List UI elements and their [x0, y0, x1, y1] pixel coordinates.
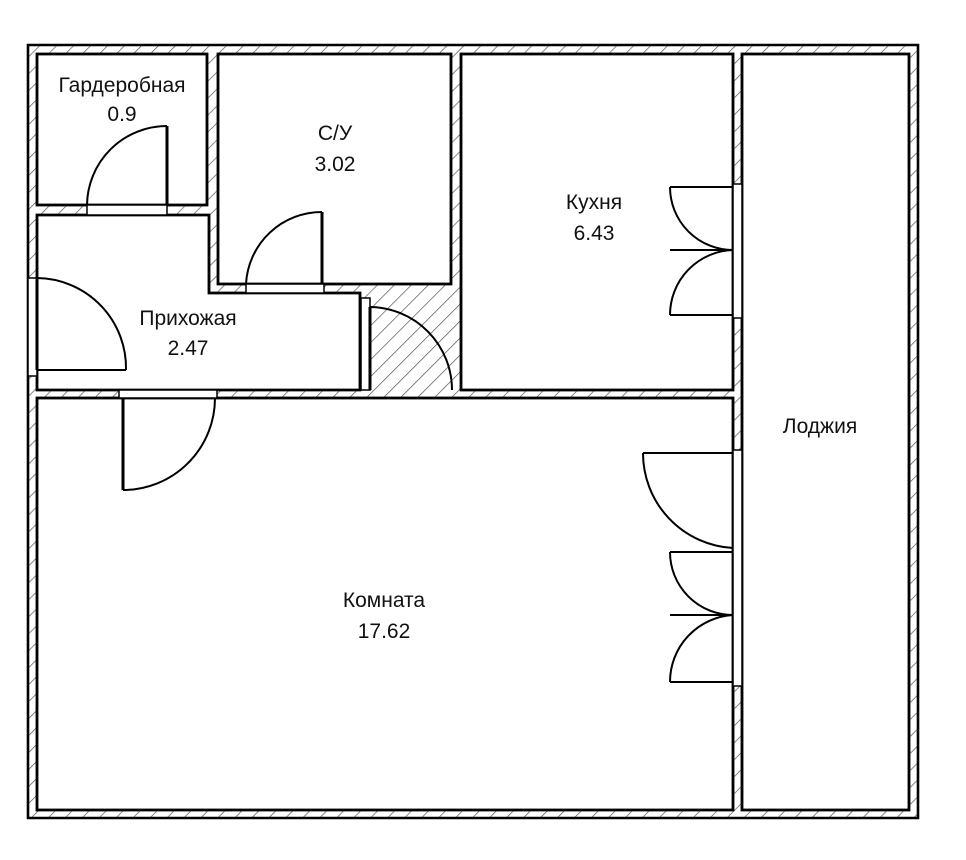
- door-wardrobe: [86, 125, 169, 206]
- room-name: С/У: [318, 122, 353, 145]
- room-name: Прихожая: [139, 307, 236, 330]
- room-label-wardrobe: Гардеробная 0.9: [58, 74, 185, 126]
- wall-openings: [27, 183, 743, 687]
- room-area: 3.02: [315, 153, 356, 176]
- room-area: 17.62: [358, 620, 411, 643]
- room-name: Лоджия: [783, 415, 857, 438]
- room-name: Гардеробная: [58, 74, 185, 97]
- room-area: 0.9: [107, 103, 136, 126]
- room-label-loggia: Лоджия: [783, 415, 857, 438]
- room-name: Кухня: [566, 191, 622, 214]
- room-label-bathroom: С/У 3.02: [315, 122, 356, 176]
- room-area: 2.47: [168, 337, 209, 360]
- door-bathroom: [245, 210, 324, 285]
- door-room: [121, 397, 216, 491]
- room-label-kitchen: Кухня 6.43: [566, 191, 622, 245]
- door-entrance: [35, 277, 128, 371]
- room-name: Комната: [343, 589, 426, 612]
- door-kitchen-loggia: [669, 186, 734, 316]
- door-kitchen: [368, 306, 453, 391]
- room-label-hallway: Прихожая 2.47: [139, 307, 236, 360]
- door-room-loggia: [641, 452, 734, 683]
- room-label-room: Комната 17.62: [343, 589, 426, 643]
- room-area: 6.43: [574, 222, 615, 245]
